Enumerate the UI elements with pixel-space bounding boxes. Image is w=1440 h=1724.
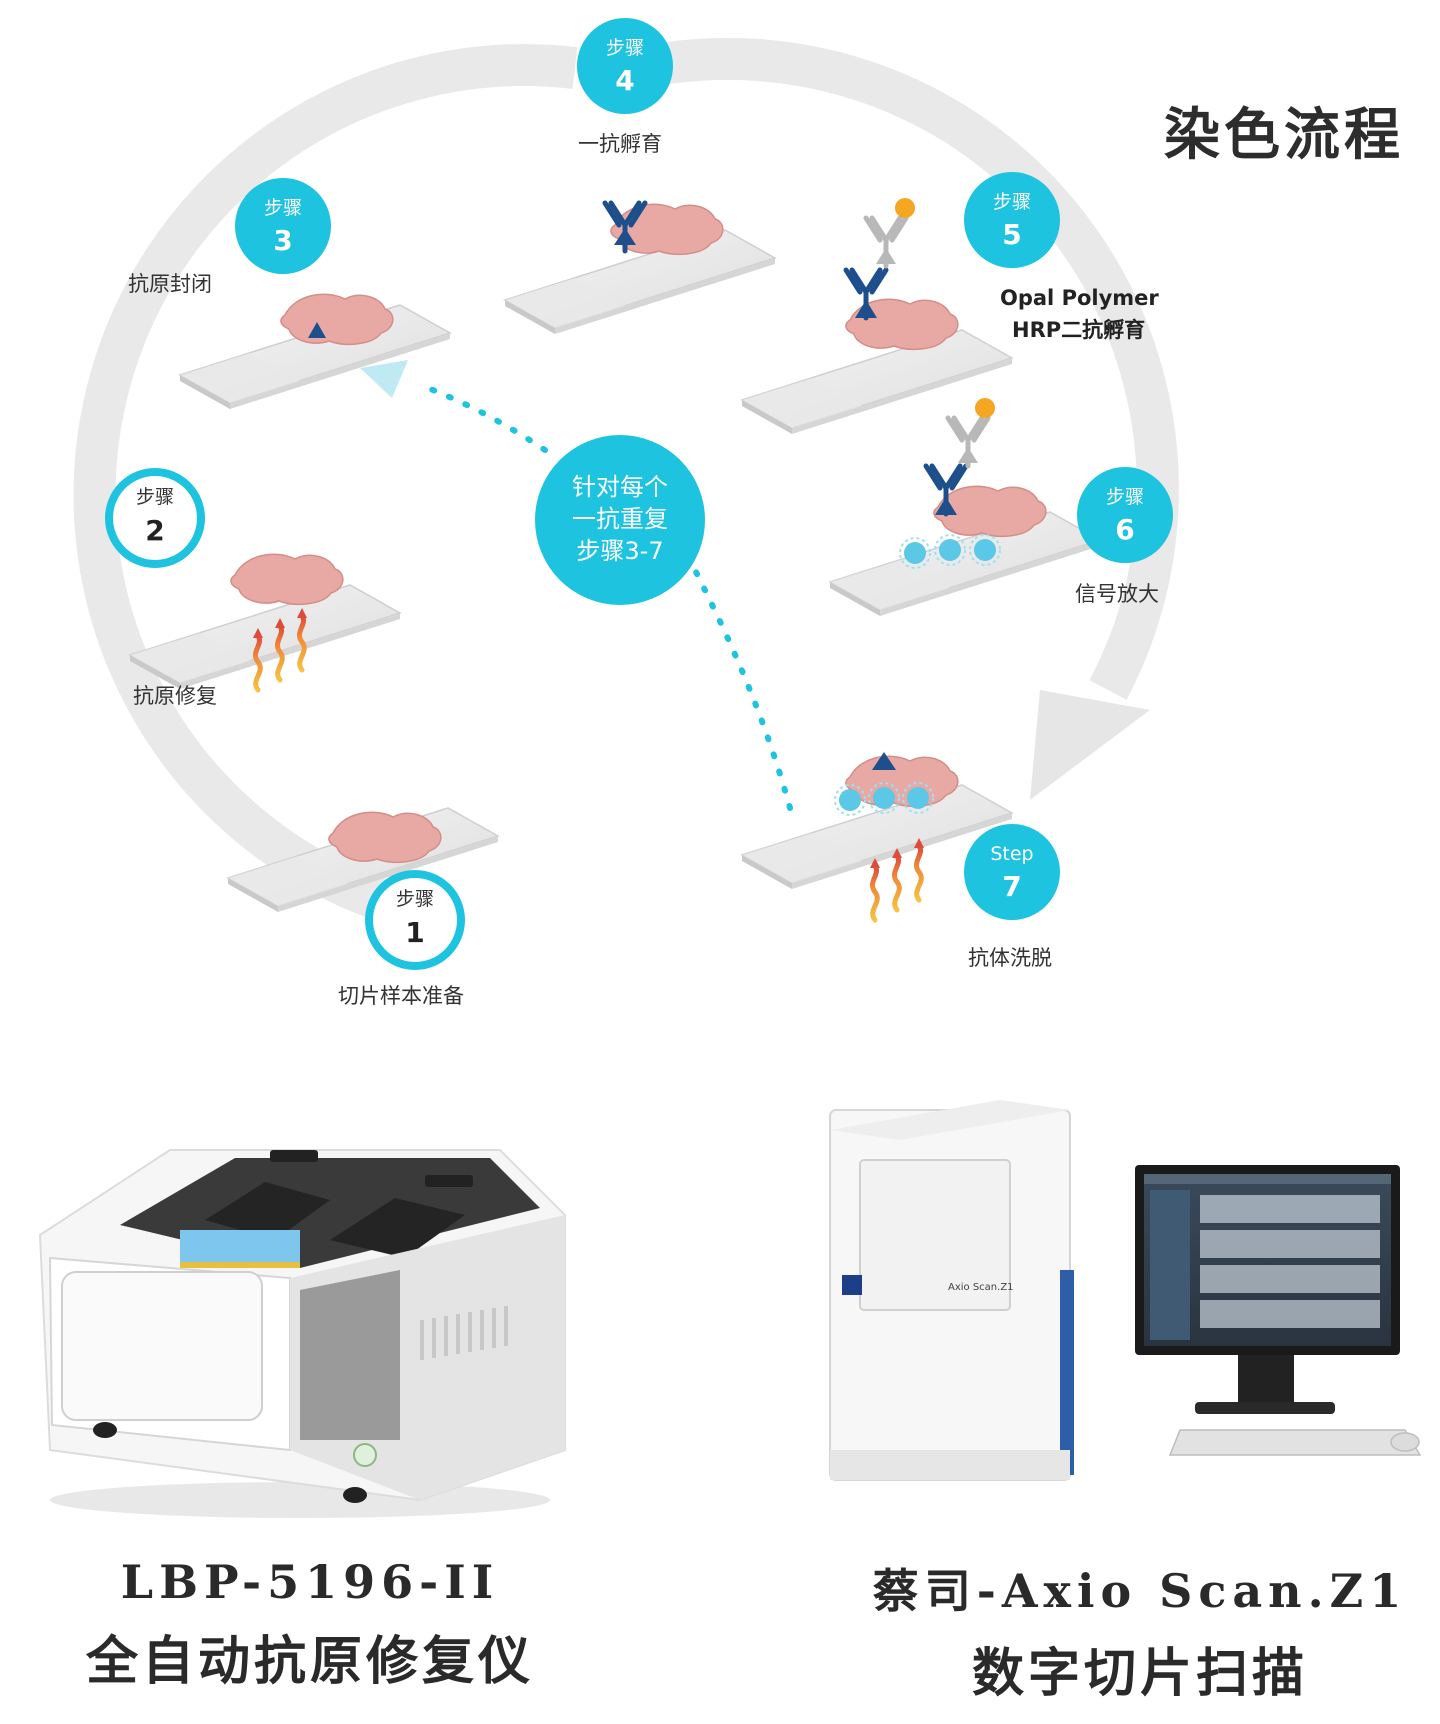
right-device-caption: 蔡司-Axio Scan.Z1 数字切片扫描 (860, 1555, 1420, 1706)
step-badge-6: 步骤 6 (1077, 467, 1173, 563)
step2-label: 抗原修复 (133, 684, 217, 708)
slide-step5 (741, 298, 1013, 435)
step4-label: 一抗孵育 (578, 132, 662, 156)
right-device-name: 数字切片扫描 (971, 1644, 1308, 1704)
svg-text:3: 3 (273, 224, 292, 257)
slide-scanner-device: Axio Scan.Z1 (829, 1100, 1074, 1481)
svg-text:步骤: 步骤 (396, 888, 434, 910)
slide-step2 (129, 553, 401, 690)
monitor (1135, 1165, 1422, 1456)
ring-arrowhead (1030, 690, 1150, 800)
left-device-model: LBP-5196-II (120, 1555, 500, 1609)
slide-step3 (179, 293, 451, 410)
svg-text:步骤: 步骤 (264, 197, 302, 219)
repeat-line1: 针对每个 (572, 473, 668, 501)
svg-text:Step: Step (990, 843, 1033, 865)
step-badge-1: 步骤 1 (365, 870, 465, 970)
svg-text:6: 6 (1115, 513, 1134, 546)
svg-text:步骤: 步骤 (1106, 486, 1144, 508)
svg-text:7: 7 (1002, 870, 1021, 903)
left-device-name: 全自动抗原修复仪 (85, 1632, 534, 1692)
step7-label: 抗体洗脱 (968, 946, 1052, 970)
step1-label: 切片样本准备 (338, 984, 464, 1008)
svg-text:1: 1 (405, 916, 424, 949)
scanner-brand-mark: Axio Scan.Z1 (948, 1282, 1014, 1293)
workflow-ring-left (73, 44, 578, 920)
step-badge-4: 步骤 4 (577, 18, 673, 114)
hrp-icon (895, 198, 915, 218)
page-title: 染色流程 (1164, 103, 1404, 168)
step-badge-2: 步骤 2 (105, 468, 205, 568)
svg-text:步骤: 步骤 (136, 486, 174, 508)
repeat-bubble (535, 435, 705, 605)
step3-label: 抗原封闭 (128, 272, 212, 296)
svg-text:4: 4 (615, 64, 634, 97)
step-badge-5: 步骤 5 (964, 172, 1060, 268)
step-badge-3: 步骤 3 (235, 178, 331, 274)
right-device-model: 蔡司-Axio Scan.Z1 (872, 1564, 1408, 1618)
step6-label: 信号放大 (1075, 582, 1159, 606)
step5-label-line1: Opal Polymer (1000, 286, 1159, 310)
repeat-line3: 步骤3-7 (576, 537, 663, 565)
left-device-caption: LBP-5196-II 全自动抗原修复仪 (40, 1555, 580, 1694)
repeat-line2: 一抗重复 (572, 505, 668, 533)
repeat-arrowhead (360, 360, 408, 398)
antigen-retrieval-device (38, 1149, 566, 1518)
step5-label-line2: HRP二抗孵育 (1012, 318, 1146, 342)
antigen-icon (308, 322, 326, 338)
slide-step4 (504, 203, 776, 335)
repeat-dotted-path (687, 557, 793, 811)
svg-text:2: 2 (145, 514, 164, 547)
step-badge-7: Step 7 (964, 824, 1060, 920)
svg-text:步骤: 步骤 (606, 37, 644, 59)
svg-text:步骤: 步骤 (993, 191, 1031, 213)
svg-text:5: 5 (1002, 218, 1021, 251)
